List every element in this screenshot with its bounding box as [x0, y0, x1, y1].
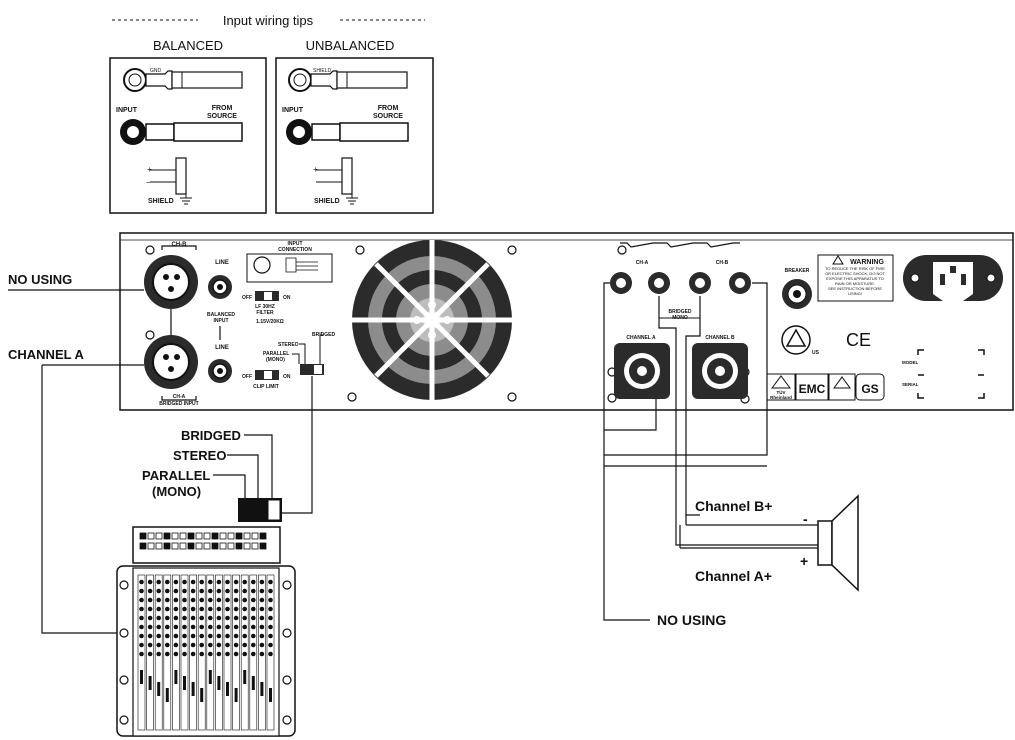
plus-label: + [800, 553, 808, 569]
output-ch-b-label: CH-B [716, 260, 729, 266]
warning-line-3: EXPOSE THIS APPARATUS TO [826, 276, 884, 281]
balanced-input-label-1: BALANCED [207, 312, 235, 318]
lf-filter-label-1: LF 30HZ [255, 304, 275, 310]
mode-parallel-label-1: PARALLEL [263, 351, 289, 357]
input-wiring-tips: Input wiring tips BALANCED GND INPUT FRO… [109, 13, 434, 214]
balanced-input-label: INPUT [116, 107, 138, 114]
input-connection-label-2: CONNECTION [278, 247, 312, 253]
us-mark: US [812, 350, 820, 356]
ch-a-bridged-label-1: CH-A [173, 394, 186, 400]
channel-b-panel-label: CHANNEL B [705, 335, 735, 341]
sensitivity-label: 1.15V/20KΩ [256, 319, 284, 325]
balanced-tip: BALANCED GND INPUT FROM SOURCE + − [109, 38, 267, 214]
fan-grille-icon [352, 240, 512, 400]
bridged-mono-label-1: BRIDGED [668, 309, 691, 315]
line-bottom-label: LINE [215, 345, 229, 351]
left-callouts: NO USING CHANNEL A BRIDGED STEREO PARALL… [8, 272, 313, 634]
no-using-top-label: NO USING [8, 272, 72, 287]
mode-stereo-label: STEREO [278, 342, 299, 348]
lf-filter-label-2: FILTER [256, 310, 274, 316]
certification-marks: US CE TÜV Rheinland EMC GS [766, 325, 885, 401]
speaker-wiring [603, 282, 818, 621]
channel-a-plus-label: Channel A+ [695, 568, 772, 584]
power-inlet[interactable] [903, 255, 1003, 301]
rack-ear-holes [119, 580, 292, 725]
svg-text:+: + [313, 165, 318, 174]
tuv-mark-2: Rheinland [770, 395, 792, 400]
model-label: MODEL [902, 360, 919, 365]
bridged-callout: BRIDGED [181, 428, 241, 443]
mixer-channel-strips [137, 574, 275, 731]
mixer-console [116, 526, 296, 737]
channel-b-plus-label: Channel B+ [695, 498, 772, 514]
tips-title: Input wiring tips [223, 13, 314, 28]
ch-a-bridged-label-2: BRIDGED INPUT [159, 401, 198, 407]
binding-posts[interactable] [610, 272, 751, 294]
output-ch-a-label: CH-A [636, 260, 649, 266]
bridged-mono-label-2: MONO [672, 315, 688, 321]
xlr-input-ch-b[interactable] [144, 255, 198, 309]
mode-switch-detail [238, 498, 282, 522]
on-label-1: ON [283, 295, 291, 301]
svg-text:+: + [147, 165, 152, 174]
warning-line-1: TO REDUCE THE RISK OF FIRE [825, 266, 885, 271]
xlr-input-ch-a[interactable] [144, 335, 198, 389]
tuv-mark-1: TÜV [777, 389, 786, 395]
unbalanced-source-label: SOURCE [373, 113, 403, 120]
ch-b-label: CH-B [172, 242, 188, 248]
no-using-bottom-label: NO USING [657, 612, 726, 628]
minus-label: - [803, 511, 808, 527]
parallel-callout-2: (MONO) [152, 484, 201, 499]
off-label-1: OFF [242, 295, 252, 301]
balanced-source-label: SOURCE [207, 113, 237, 120]
emc-mark: EMC [799, 382, 826, 396]
warning-label: WARNING TO REDUCE THE RISK OF FIRE OR EL… [817, 254, 894, 302]
channel-a-panel-label: CHANNEL A [626, 335, 656, 341]
line-top-label: LINE [215, 260, 229, 266]
line-input-jack-b[interactable] [208, 275, 232, 299]
warning-line-4: RAIN OR MOISTURE. [835, 281, 875, 286]
mode-parallel-label-2: (MONO) [266, 357, 285, 363]
off-label-2: OFF [242, 374, 252, 380]
clip-limit-switch[interactable] [255, 370, 279, 380]
balanced-from-label: FROM [212, 105, 233, 112]
balanced-gnd: GND [150, 68, 162, 74]
svg-text:−: − [146, 178, 151, 187]
mixer-top-knobs [139, 532, 267, 550]
speakon-output-a[interactable] [614, 343, 670, 399]
input-connection-label-1: INPUT [288, 241, 303, 247]
balanced-heading: BALANCED [153, 38, 223, 53]
warning-line-6: USING! [848, 291, 862, 296]
breaker-button[interactable] [782, 279, 812, 309]
balanced-shield: SHIELD [148, 198, 174, 205]
stereo-callout: STEREO [173, 448, 226, 463]
clip-limit-label: CLIP LIMIT [253, 384, 279, 390]
ce-mark: CE [846, 330, 871, 350]
lf-filter-switch[interactable] [255, 291, 279, 301]
gs-mark: GS [861, 382, 878, 396]
line-input-jack-a[interactable] [208, 359, 232, 383]
speaker-callouts: Channel B+ - + Channel A+ NO USING [657, 498, 808, 628]
unbalanced-from-label: FROM [378, 105, 399, 112]
model-serial-plate: MODEL SERIAL [902, 349, 985, 399]
unbalanced-input-label: INPUT [282, 107, 304, 114]
warning-title: WARNING [850, 259, 884, 266]
parallel-callout-1: PARALLEL [142, 468, 210, 483]
speaker-icon [679, 494, 859, 592]
on-label-2: ON [283, 374, 291, 380]
warning-line-5: SEE INSTRUCTION BEFORE [828, 286, 882, 291]
amplifier-rear-panel: CH-B CH-A BRIDGED INPUT LINE BALANCED IN… [119, 232, 1014, 411]
breaker-label: BREAKER [785, 268, 810, 274]
serial-label: SERIAL [902, 382, 919, 387]
unbalanced-shield-mini: SHIELD [313, 68, 331, 74]
unbalanced-shield: SHIELD [314, 198, 340, 205]
channel-a-left-label: CHANNEL A [8, 347, 84, 362]
unbalanced-heading: UNBALANCED [306, 38, 395, 53]
warning-line-2: OR ELECTRIC SHOCK, DO NOT [825, 271, 886, 276]
balanced-input-label-2: INPUT [214, 318, 229, 324]
mode-selector-switch[interactable] [300, 364, 324, 375]
unbalanced-tip: UNBALANCED SHIELD INPUT FROM SOURCE + SH… [275, 38, 434, 214]
speakon-output-b[interactable] [692, 343, 748, 399]
